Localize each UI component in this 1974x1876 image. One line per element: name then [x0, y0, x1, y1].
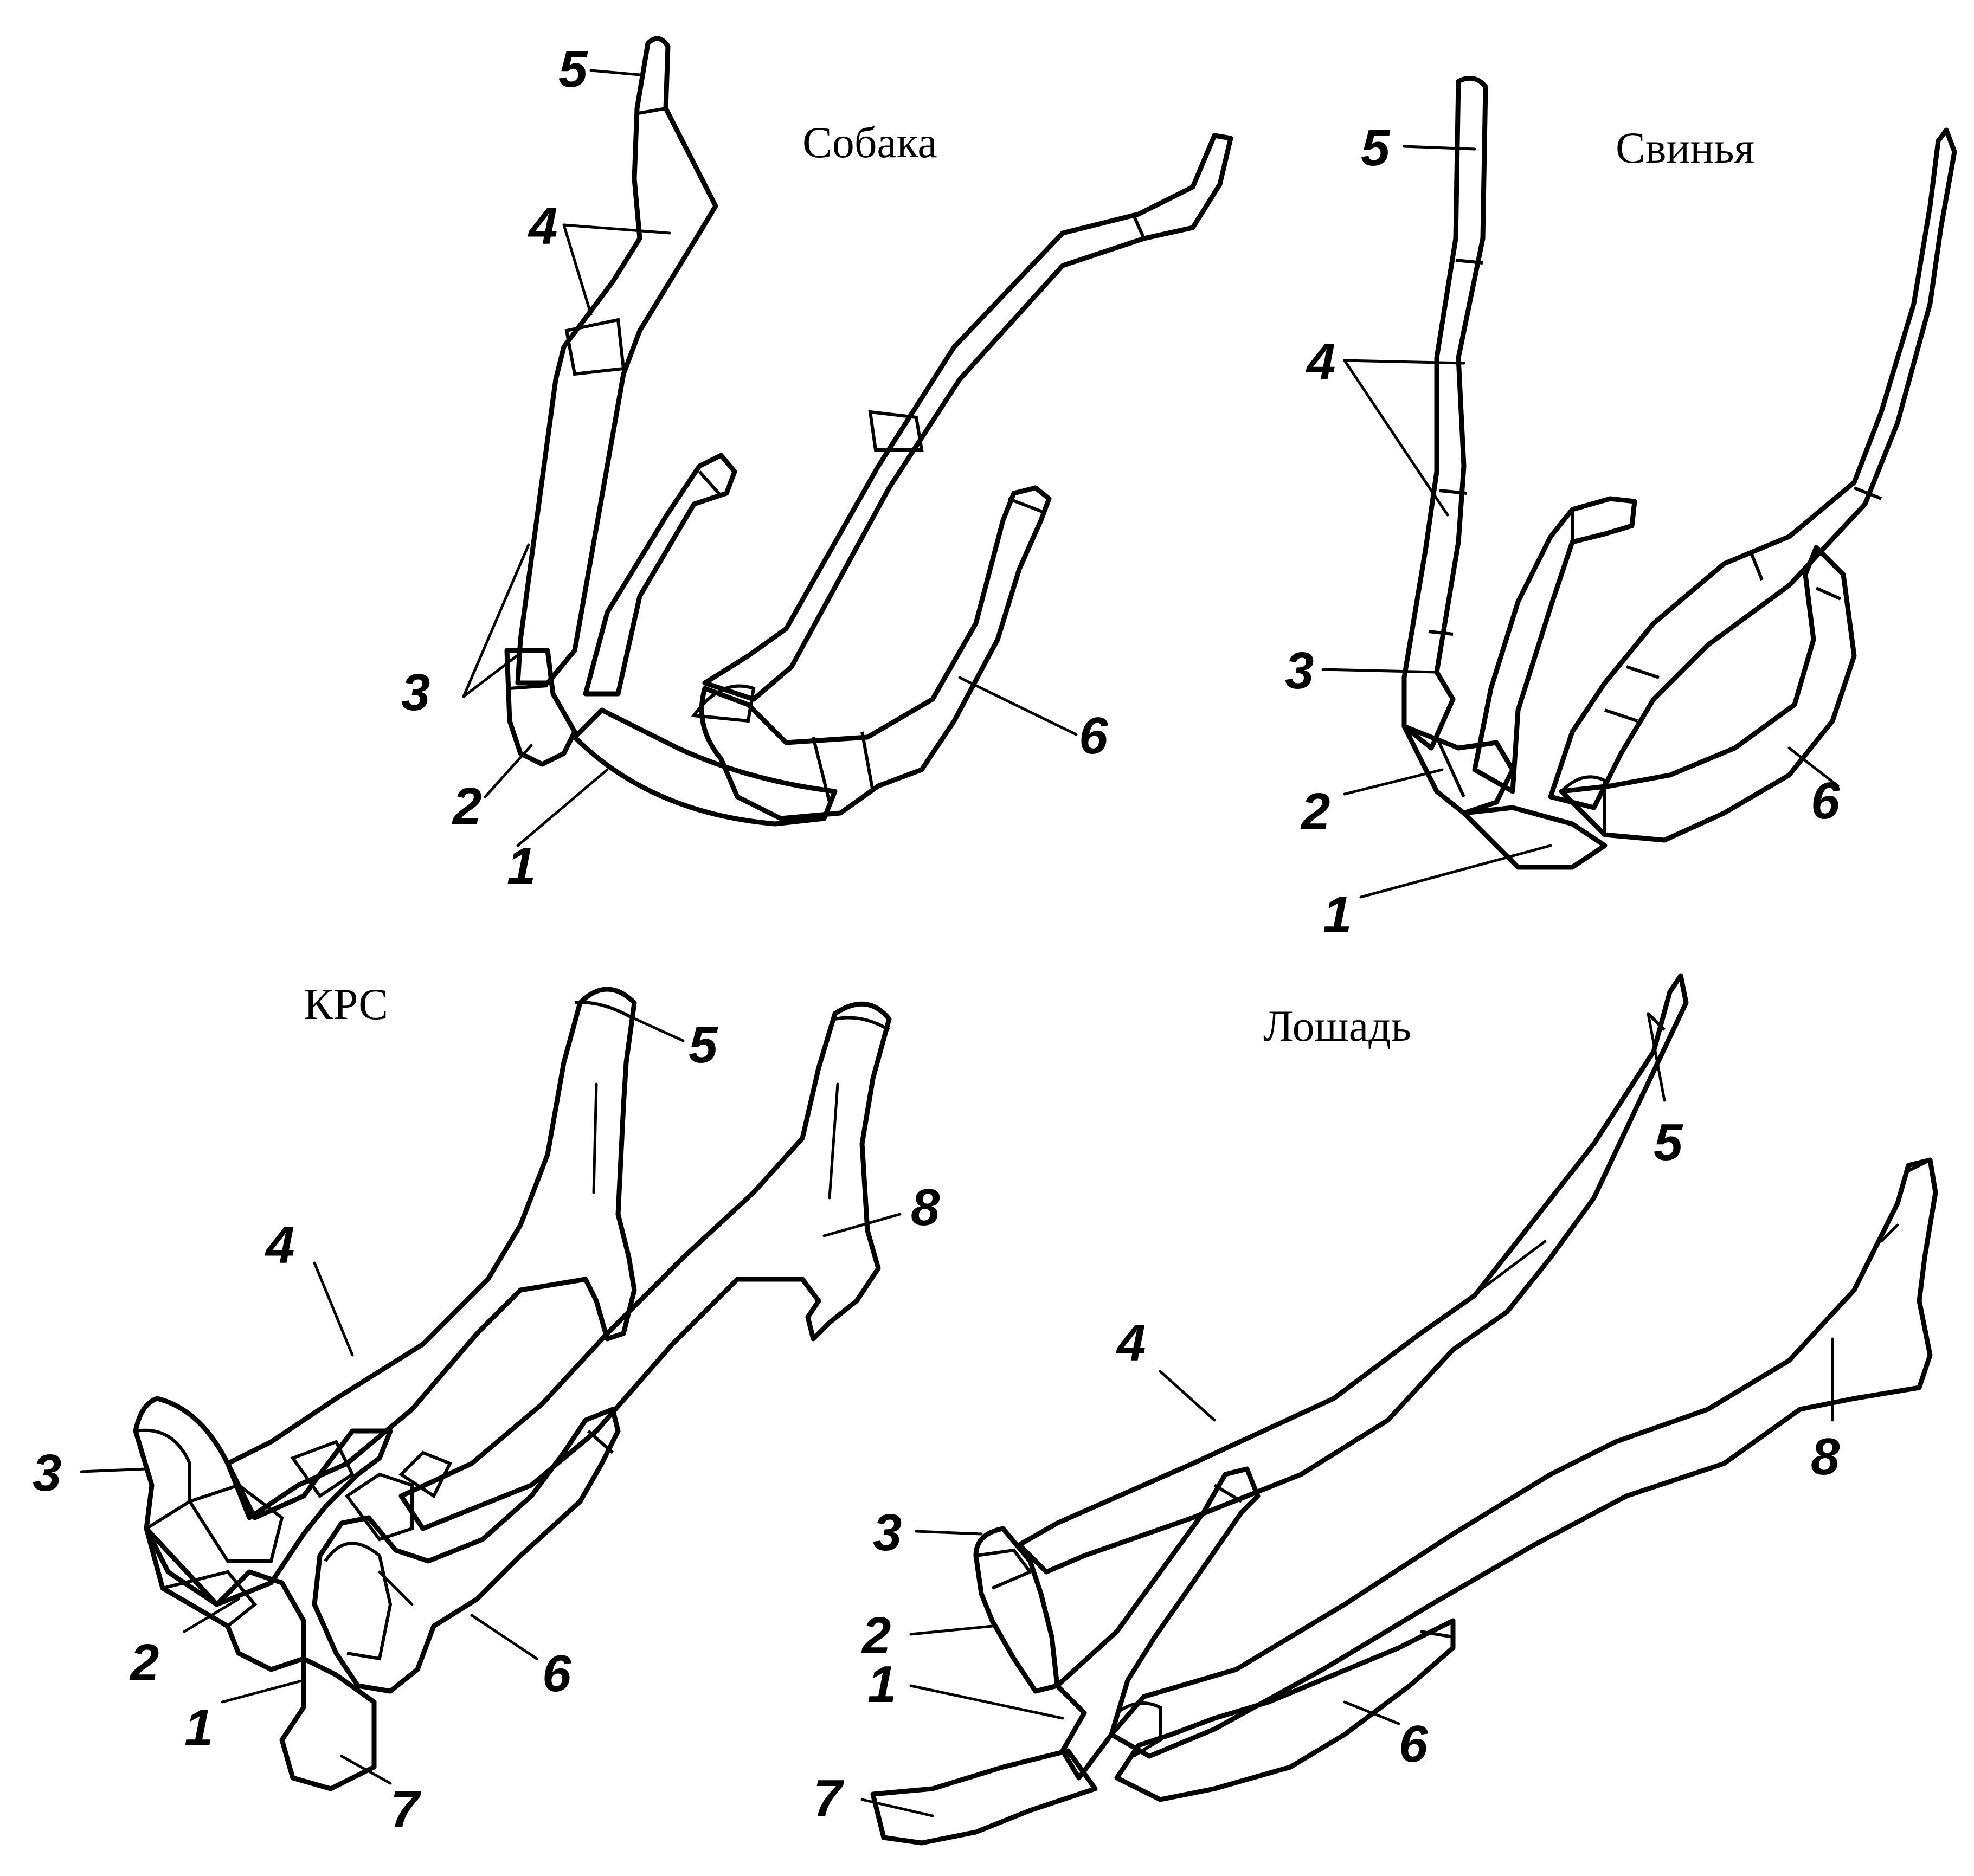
pig-label-3: 3 [1285, 642, 1314, 700]
dog-label-3: 3 [401, 663, 430, 721]
pig-panel: Свинья [1285, 75, 1957, 944]
horse-label-1: 1 [867, 1655, 896, 1713]
cow-label-8: 8 [911, 1178, 940, 1236]
cow-label-6: 6 [542, 1645, 571, 1703]
cow-bones [133, 987, 892, 1791]
horse-label-6: 6 [1399, 1715, 1428, 1773]
horse-label-3: 3 [873, 1504, 902, 1562]
pig-label-6: 6 [1811, 772, 1840, 830]
horse-leaders [860, 1012, 1834, 1817]
dog-bones [504, 36, 1233, 827]
pig-label-1: 1 [1323, 886, 1352, 944]
pig-title: Свинья [1616, 123, 1754, 172]
pig-bones [1401, 75, 1957, 870]
pig-number-labels: 5 4 3 2 1 6 [1285, 119, 1840, 944]
horse-number-labels: 5 4 3 2 1 7 6 8 [813, 1113, 1840, 1827]
pig-leaders [1321, 145, 1840, 899]
dog-label-5: 5 [558, 40, 588, 98]
dog-number-labels: 5 4 3 2 1 6 [401, 40, 1108, 895]
horse-label-8: 8 [1811, 1428, 1840, 1486]
cow-label-3: 3 [33, 1444, 61, 1502]
horse-label-4: 4 [1116, 1314, 1146, 1372]
cow-title: КРС [304, 979, 388, 1029]
dog-panel: Собака [401, 36, 1233, 895]
horse-panel: Лошадь [813, 973, 1938, 1846]
horse-label-2: 2 [861, 1607, 891, 1665]
cow-leaders [80, 1012, 902, 1785]
dog-leaders [462, 69, 1078, 847]
cow-label-2: 2 [129, 1634, 159, 1692]
dog-title: Собака [802, 118, 937, 167]
dog-label-2: 2 [452, 777, 481, 835]
dog-label-4: 4 [528, 197, 557, 255]
horse-title: Лошадь [1263, 1001, 1411, 1050]
cow-number-labels: 5 4 3 2 1 7 6 8 [33, 1016, 940, 1838]
cow-label-5: 5 [689, 1016, 718, 1074]
dog-label-1: 1 [507, 837, 536, 895]
pig-label-5: 5 [1361, 119, 1391, 177]
cow-panel: КРС [33, 979, 940, 1838]
horse-bones [870, 973, 1938, 1846]
horse-label-7: 7 [813, 1769, 845, 1827]
cow-label-7: 7 [390, 1780, 422, 1838]
cow-label-1: 1 [184, 1699, 213, 1757]
horse-label-5: 5 [1654, 1113, 1683, 1171]
pig-label-2: 2 [1300, 783, 1330, 841]
dog-label-6: 6 [1079, 707, 1108, 765]
cow-label-4: 4 [265, 1216, 294, 1274]
pig-label-4: 4 [1306, 333, 1335, 391]
